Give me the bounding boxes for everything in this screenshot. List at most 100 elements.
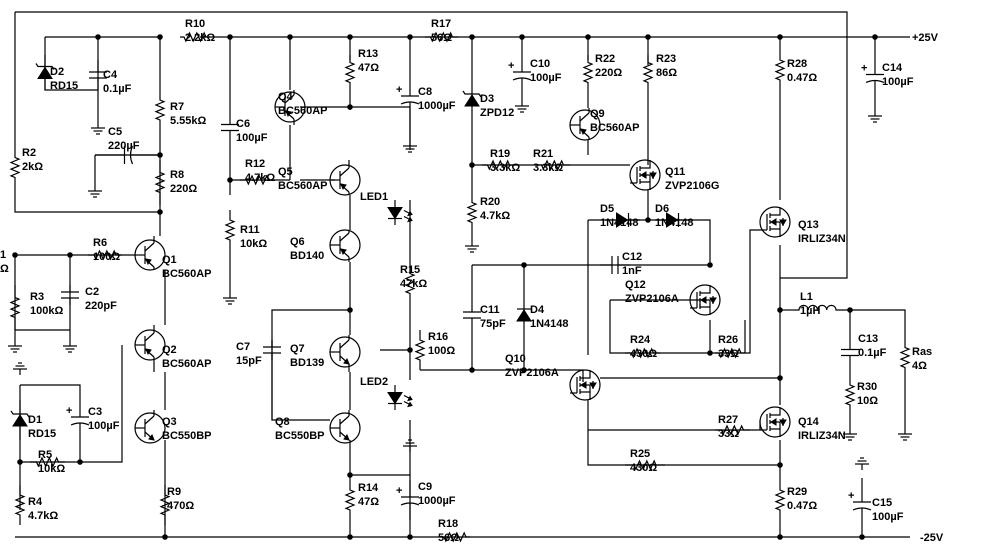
label-q8-ref: Q8 bbox=[275, 416, 290, 428]
capacitor-c14: + bbox=[861, 60, 885, 95]
transistor-q4 bbox=[274, 90, 306, 125]
ground-icon bbox=[403, 140, 417, 153]
resistor-r13 bbox=[344, 55, 356, 90]
label-q10-value: ZVP2106A bbox=[505, 367, 559, 379]
label-q6-ref: Q6 bbox=[290, 236, 305, 248]
transistor-q8 bbox=[329, 410, 361, 444]
label-r12-value: 4.7kΩ bbox=[245, 172, 275, 184]
label-r16-ref: R16 bbox=[428, 331, 448, 343]
label-r25-ref: R25 bbox=[630, 448, 650, 460]
label-c2-ref: C2 bbox=[85, 286, 99, 298]
label-q3-ref: Q3 bbox=[162, 416, 177, 428]
label-c14-value: 100µF bbox=[882, 76, 914, 88]
resistor-r22 bbox=[582, 55, 594, 90]
transistor-q6 bbox=[329, 229, 361, 262]
label-r19-ref: R19 bbox=[490, 148, 510, 160]
label-r24-value: 430Ω bbox=[630, 348, 657, 360]
label-led2-ref: LED2 bbox=[360, 376, 388, 388]
resistor-r20 bbox=[466, 195, 478, 230]
label-r16-value: 100Ω bbox=[428, 345, 455, 357]
mosfet-q13 bbox=[759, 206, 791, 238]
label-r28-value: 0.47Ω bbox=[787, 72, 817, 84]
diode-d4 bbox=[516, 300, 532, 330]
component-labels: +25V-25V1ΩR102.2kΩR1756ΩR1856ΩR1347ΩR144… bbox=[0, 18, 944, 544]
label-q13-ref: Q13 bbox=[798, 219, 819, 231]
label-r28-ref: R28 bbox=[787, 58, 807, 70]
resistor-r30 bbox=[844, 380, 856, 410]
label-q10-ref: Q10 bbox=[505, 353, 526, 365]
label-r23-value: 86Ω bbox=[656, 67, 677, 79]
label-q7-value: BD139 bbox=[290, 357, 324, 369]
ground-icon bbox=[868, 110, 882, 123]
zener-diode-d3 bbox=[462, 85, 482, 115]
label-q12-ref: Q12 bbox=[625, 279, 646, 291]
ground-icon bbox=[13, 362, 27, 375]
negative-rail-label: -25V bbox=[920, 532, 944, 544]
label-q12-value: ZVP2106A bbox=[625, 293, 679, 305]
label-r8-value: 220Ω bbox=[170, 183, 197, 195]
ground-icon bbox=[223, 292, 237, 305]
label-r27-value: 33Ω bbox=[718, 428, 739, 440]
label-r27-ref: R27 bbox=[718, 414, 738, 426]
label-r17-value: 56Ω bbox=[431, 32, 452, 44]
mosfet-q11 bbox=[629, 159, 661, 191]
label-d1-ref: D1 bbox=[28, 414, 42, 426]
resistor-r11 bbox=[224, 210, 236, 250]
capacitor-c9: + bbox=[396, 480, 420, 520]
label-r18-ref: R18 bbox=[438, 518, 458, 530]
label-r30-value: 10Ω bbox=[857, 395, 878, 407]
ground-icon bbox=[855, 457, 869, 470]
resistor-r8 bbox=[154, 160, 166, 205]
label-r11-ref: R11 bbox=[240, 224, 260, 236]
diode-d5 bbox=[605, 212, 640, 228]
label-l1-ref: L1 bbox=[800, 291, 813, 303]
label-q2-ref: Q2 bbox=[162, 344, 177, 356]
label-r15-value: 47kΩ bbox=[400, 278, 427, 290]
label-r7-ref: R7 bbox=[170, 101, 184, 113]
mosfet-q10 bbox=[569, 369, 601, 401]
transistor-q2 bbox=[134, 325, 166, 372]
resistor-r2 bbox=[9, 150, 21, 185]
label-r11-value: 10kΩ bbox=[240, 238, 267, 250]
resistor-r3 bbox=[9, 285, 21, 330]
label-r13-ref: R13 bbox=[358, 48, 378, 60]
label-r5-value: 10kΩ bbox=[38, 463, 65, 475]
plus-mark: + bbox=[508, 60, 514, 72]
label-c5-value: 220µF bbox=[108, 140, 140, 152]
label-r23-ref: R23 bbox=[656, 53, 676, 65]
inductor-l1 bbox=[795, 304, 840, 311]
label-q4-value: BC560AP bbox=[278, 105, 328, 117]
label-c8-value: 1000µF bbox=[418, 100, 456, 112]
resistor-r26 bbox=[715, 347, 745, 359]
resistor-r23 bbox=[642, 55, 654, 90]
circuit-wires bbox=[12, 11, 910, 540]
label-c9-value: 1000µF bbox=[418, 495, 456, 507]
label-c2-value: 220pF bbox=[85, 300, 117, 312]
label-r6-value: 100Ω bbox=[93, 251, 120, 263]
label-r26-value: 33Ω bbox=[718, 348, 739, 360]
transistor-q9 bbox=[569, 108, 601, 141]
label-c14-ref: C14 bbox=[882, 62, 903, 74]
label-q11-ref: Q11 bbox=[665, 166, 685, 178]
label-c12-ref: C12 bbox=[622, 251, 642, 263]
resistor-r12 bbox=[240, 174, 275, 186]
plus-mark: + bbox=[66, 405, 72, 417]
transistor-q5 bbox=[329, 160, 361, 196]
label-d5-value: 1N4148 bbox=[600, 217, 639, 229]
label-r25-value: 430Ω bbox=[630, 462, 657, 474]
label-c6-ref: C6 bbox=[236, 118, 250, 130]
label-c8-ref: C8 bbox=[418, 86, 432, 98]
resistor-r17 bbox=[425, 31, 458, 43]
label-d3-ref: D3 bbox=[480, 93, 494, 105]
resistor-r27 bbox=[715, 424, 750, 436]
ground-icon bbox=[898, 428, 912, 441]
label-r15-ref: R15 bbox=[400, 264, 420, 276]
resistor-r4 bbox=[14, 485, 26, 525]
label-q6-value: BD140 bbox=[290, 250, 324, 262]
resistor-ras bbox=[899, 340, 911, 375]
label-d2-ref: D2 bbox=[50, 66, 64, 78]
label-c6-value: 100µF bbox=[236, 132, 268, 144]
resistor-r25 bbox=[625, 459, 665, 471]
label-c4-ref: C4 bbox=[103, 69, 118, 81]
capacitor-c5 bbox=[95, 145, 160, 165]
